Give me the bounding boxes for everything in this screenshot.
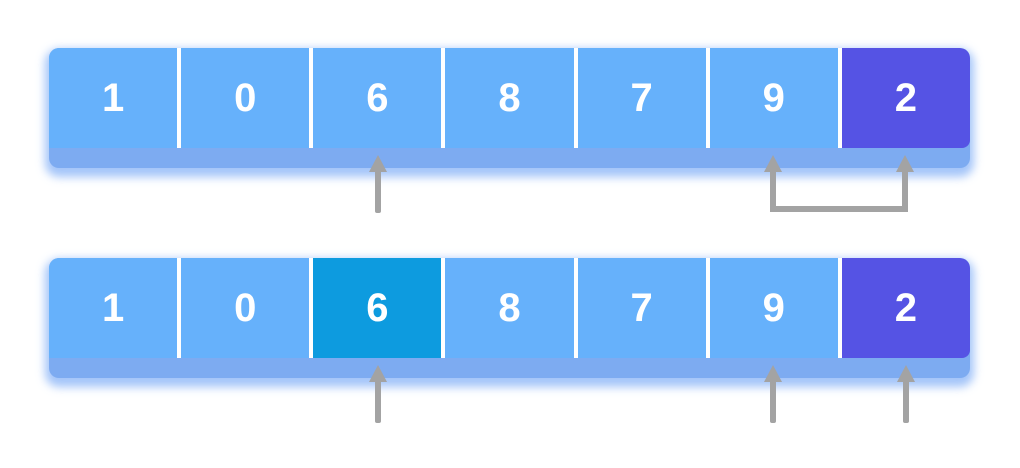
cell-value: 0 — [234, 75, 257, 120]
array-cells-bottom: 1 0 6 8 7 9 2 — [49, 258, 970, 358]
array-cell-pivot: 2 — [837, 48, 970, 148]
array-cell-highlighted: 6 — [309, 258, 442, 358]
cell-value: 7 — [630, 285, 653, 330]
cell-value: 2 — [894, 285, 918, 330]
array-cell: 7 — [573, 258, 706, 358]
cell-value: 8 — [498, 285, 521, 330]
cell-value: 0 — [234, 285, 257, 330]
array-cell: 1 — [49, 258, 178, 358]
cell-value: 8 — [498, 75, 521, 120]
cell-value: 2 — [894, 75, 918, 120]
pointer-arrow-icon — [369, 365, 387, 423]
array-cell: 0 — [177, 48, 310, 148]
array-cell: 6 — [309, 48, 442, 148]
cell-value: 9 — [762, 285, 785, 330]
array-cell: 9 — [705, 258, 838, 358]
array-cell: 9 — [705, 48, 838, 148]
cell-value: 9 — [762, 75, 785, 120]
array-cell: 8 — [441, 48, 574, 148]
array-row-bottom: 1 0 6 8 7 9 2 — [49, 258, 970, 378]
array-cell: 1 — [49, 48, 178, 148]
cell-value: 1 — [101, 75, 125, 120]
cell-value: 6 — [366, 285, 389, 330]
array-cells-top: 1 0 6 8 7 9 2 — [49, 48, 970, 148]
pointer-arrow-icon — [369, 155, 387, 213]
array-cell: 0 — [177, 258, 310, 358]
array-cell: 7 — [573, 48, 706, 148]
cell-value: 7 — [630, 75, 653, 120]
array-row-top: 1 0 6 8 7 9 2 — [49, 48, 970, 168]
swap-arrows-connector-icon — [764, 155, 914, 212]
cell-value: 6 — [366, 75, 389, 120]
pointer-arrow-icon — [897, 365, 915, 423]
array-cell-pivot: 2 — [837, 258, 970, 358]
pointer-arrow-icon — [764, 365, 782, 423]
array-cell: 8 — [441, 258, 574, 358]
cell-value: 1 — [101, 285, 125, 330]
